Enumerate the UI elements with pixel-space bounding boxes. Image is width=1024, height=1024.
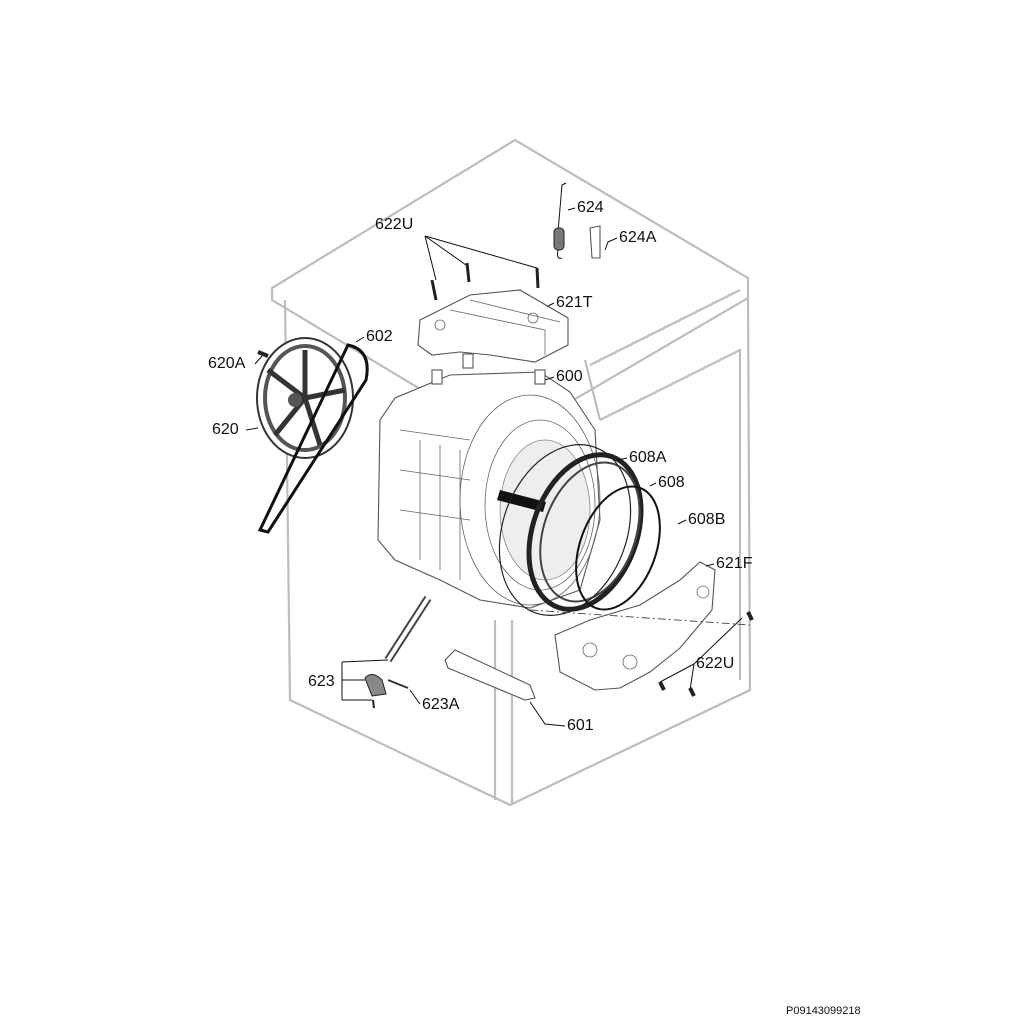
label-624a: 624A <box>619 229 657 246</box>
shock-absorber-623 <box>364 595 432 709</box>
drawer-handle-601 <box>444 649 536 701</box>
tub-600 <box>377 353 601 609</box>
front-counterweight-621f <box>529 561 754 697</box>
label-620: 620 <box>212 421 239 438</box>
label-623: 623 <box>308 673 335 690</box>
label-608b: 608B <box>688 511 725 528</box>
spring-624 <box>553 182 601 259</box>
label-621f: 621F <box>716 555 753 572</box>
screw-620a <box>257 350 269 358</box>
arrow-marker <box>497 490 546 512</box>
label-608a: 608A <box>629 449 667 466</box>
label-602: 602 <box>366 328 393 345</box>
belt-602 <box>257 343 369 534</box>
label-608: 608 <box>658 474 685 491</box>
label-622u-bottom: 622U <box>696 655 734 672</box>
label-600: 600 <box>556 368 583 385</box>
top-counterweight-621t <box>417 262 569 363</box>
cabinet-outline <box>270 138 752 807</box>
label-620a: 620A <box>208 355 246 372</box>
leader-lines <box>245 207 743 727</box>
pulley-620 <box>256 337 369 534</box>
label-621t: 621T <box>556 294 593 311</box>
label-601: 601 <box>567 717 594 734</box>
label-624: 624 <box>577 199 604 216</box>
label-622u-top: 622U <box>375 216 413 233</box>
drawing-code: P09143099218 <box>786 1005 861 1017</box>
clamp-ring-608a <box>498 444 632 616</box>
clamp-ring-608b <box>575 485 661 611</box>
door-gasket-608 <box>498 444 661 616</box>
label-623a: 623A <box>422 696 460 713</box>
pin-623a <box>387 679 409 689</box>
hook-624a <box>589 225 601 259</box>
